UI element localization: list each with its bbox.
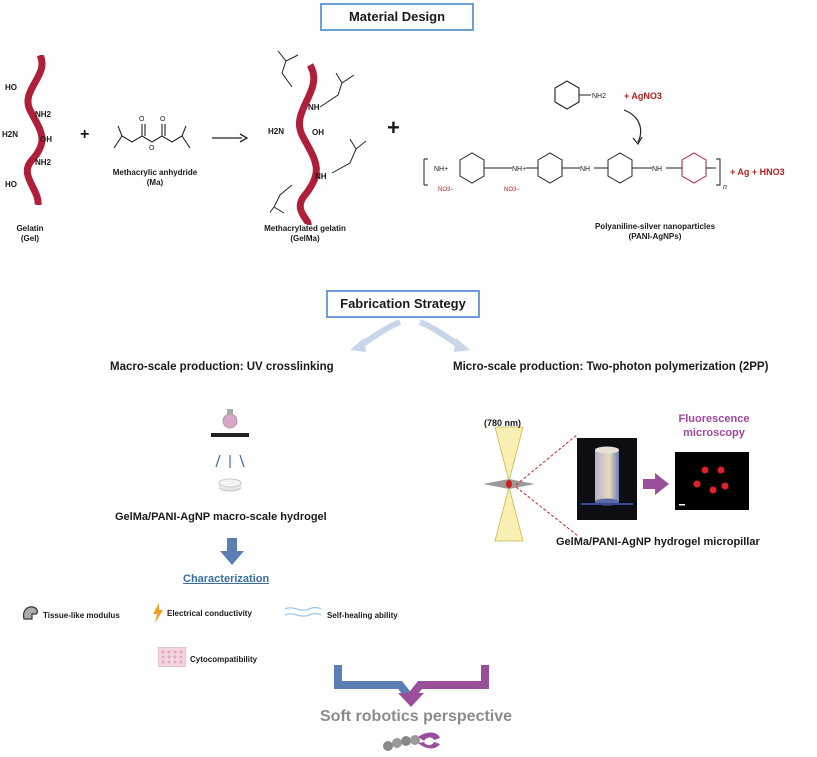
laser-focus-icon xyxy=(483,426,535,542)
micropillar-render-icon xyxy=(577,438,637,520)
zoom-lines-icon xyxy=(515,433,579,537)
gelatin-nh2-1: NH2 xyxy=(35,110,52,119)
plus-sign-1: + xyxy=(80,126,90,143)
gelma-label: Methacrylated gelatin (GelMa) xyxy=(250,224,360,244)
pani-name: Polyaniline-silver nanoparticles xyxy=(594,222,716,231)
methacrylic-anhydride-structure: O O O xyxy=(113,116,191,152)
gelatin-ho-1: HO xyxy=(5,83,17,92)
anhydride-label: Methacrylic anhydride (Ma) xyxy=(100,168,210,188)
feature-self-healing: Self-healing ability xyxy=(327,611,398,620)
anhydride-name: Methacrylic anhydride xyxy=(112,168,198,177)
gelatin-oh: OH xyxy=(40,135,52,144)
pani-chain-structure: NH+ NH+ NH NH NO3− NO3− n xyxy=(423,152,727,193)
svg-text:NH2: NH2 xyxy=(592,93,606,100)
characterization-title: Characterization xyxy=(183,573,270,585)
gelatin-label: Gelatin (Gel) xyxy=(10,224,50,244)
gelatin-name: Gelatin xyxy=(16,224,44,233)
cell-plate-icon xyxy=(158,647,186,667)
soft-robotics-title: Soft robotics perspective xyxy=(320,708,513,725)
branch-arrows-icon xyxy=(350,319,470,352)
plus-sign-2: + xyxy=(387,115,400,140)
down-arrow-icon xyxy=(220,538,244,565)
curved-arrow-icon xyxy=(623,109,643,146)
feature-cytocompatibility: Cytocompatibility xyxy=(190,655,258,664)
merge-arrows-icon xyxy=(334,665,489,707)
svg-text:NH: NH xyxy=(652,166,662,173)
svg-text:NH+: NH+ xyxy=(512,166,526,173)
wave-icon xyxy=(284,606,322,617)
reaction-arrow-icon xyxy=(212,133,248,143)
gelma-helix-icon xyxy=(270,50,367,225)
macro-scale-title: Macro-scale production: UV crosslinking xyxy=(110,361,334,373)
agno3-label: + AgNO3 xyxy=(624,91,662,101)
tissue-icon xyxy=(22,606,39,620)
fluorescence-image-icon xyxy=(675,452,749,510)
gelma-h2n: H2N xyxy=(268,127,285,136)
macro-hydrogel-label: GelMa/PANI-AgNP macro-scale hydrogel xyxy=(115,511,327,523)
gelma-abbr: (GelMa) xyxy=(290,234,320,243)
right-arrow-icon xyxy=(643,473,669,495)
wavelength-label: (780 nm) xyxy=(484,418,522,428)
micropillar-label: GelMa/PANI-AgNP hydrogel micropillar xyxy=(556,536,760,548)
svg-text:NH: NH xyxy=(580,166,590,173)
micro-scale-title: Micro-scale production: Two-photon polym… xyxy=(453,361,769,373)
svg-text:n: n xyxy=(723,184,727,191)
svg-text:O: O xyxy=(149,145,155,152)
gelatin-h2n: H2N xyxy=(2,130,19,139)
gelma-oh: OH xyxy=(312,128,324,137)
uv-lamp-setup-icon xyxy=(211,409,249,492)
svg-text:O: O xyxy=(139,116,145,123)
svg-text:O: O xyxy=(160,116,166,123)
svg-text:NH+: NH+ xyxy=(434,166,448,173)
gelatin-helix-icon xyxy=(23,55,46,205)
pani-label: Polyaniline-silver nanoparticles (PANI-A… xyxy=(560,222,750,242)
robot-gripper-icon xyxy=(383,732,440,751)
lightning-icon xyxy=(153,603,163,623)
material-design-title: Material Design xyxy=(320,3,474,31)
gelatin-ho-2: HO xyxy=(5,180,17,189)
fluorescence-label: Fluorescence microscopy xyxy=(678,413,750,439)
feature-tissue-modulus: Tissue-like modulus xyxy=(43,611,120,620)
gelatin-nh2-2: NH2 xyxy=(35,158,52,167)
gelma-name: Methacrylated gelatin xyxy=(264,224,346,233)
svg-text:NO3−: NO3− xyxy=(438,187,454,193)
gelma-nh-2: NH xyxy=(315,172,327,181)
anhydride-abbr: (Ma) xyxy=(146,178,164,187)
pani-abbr: (PANI-AgNPs) xyxy=(628,232,682,241)
aniline-structure: NH2 xyxy=(554,80,606,110)
products-label: + Ag + HNO3 xyxy=(730,167,785,177)
feature-conductivity: Electrical conductivity xyxy=(167,609,252,618)
gelatin-abbr: (Gel) xyxy=(20,234,40,243)
gelma-nh: NH xyxy=(308,103,320,112)
fabrication-strategy-title: Fabrication Strategy xyxy=(326,290,480,318)
svg-text:NO3−: NO3− xyxy=(504,187,520,193)
